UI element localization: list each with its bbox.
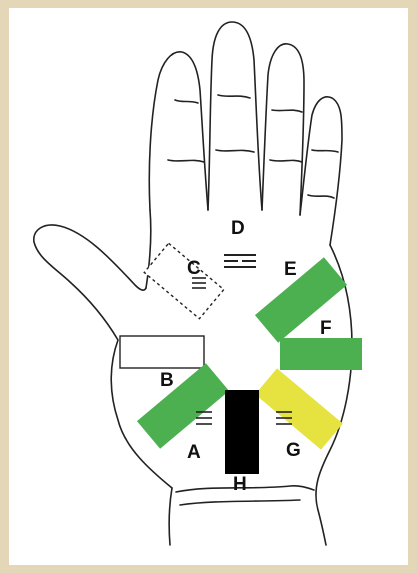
trigram-symbol-icon (224, 254, 256, 268)
zone-label-c: C (187, 258, 201, 279)
zone-f-rect (280, 338, 362, 370)
zone-b-rect (119, 335, 205, 369)
trigram-symbol-icon (276, 411, 292, 425)
zone-label-f: F (320, 318, 332, 339)
zone-label-g: G (286, 440, 301, 461)
zone-label-e: E (284, 259, 297, 280)
trigram-symbol-icon (196, 411, 212, 425)
zone-labels: A B C D E F G H (160, 218, 332, 495)
zone-label-h: H (233, 474, 247, 495)
zone-c-rect (143, 242, 225, 320)
zone-shapes (119, 242, 362, 474)
zone-label-b: B (160, 370, 174, 391)
zone-label-a: A (187, 442, 201, 463)
trigram-symbol-icon (192, 277, 206, 289)
zone-label-d: D (231, 218, 245, 239)
zone-g-rect (255, 368, 343, 450)
hand-outline-icon (33, 21, 353, 546)
zone-a-rect (136, 363, 230, 449)
zone-e-rect (254, 257, 348, 343)
zone-h-rect (225, 390, 259, 474)
